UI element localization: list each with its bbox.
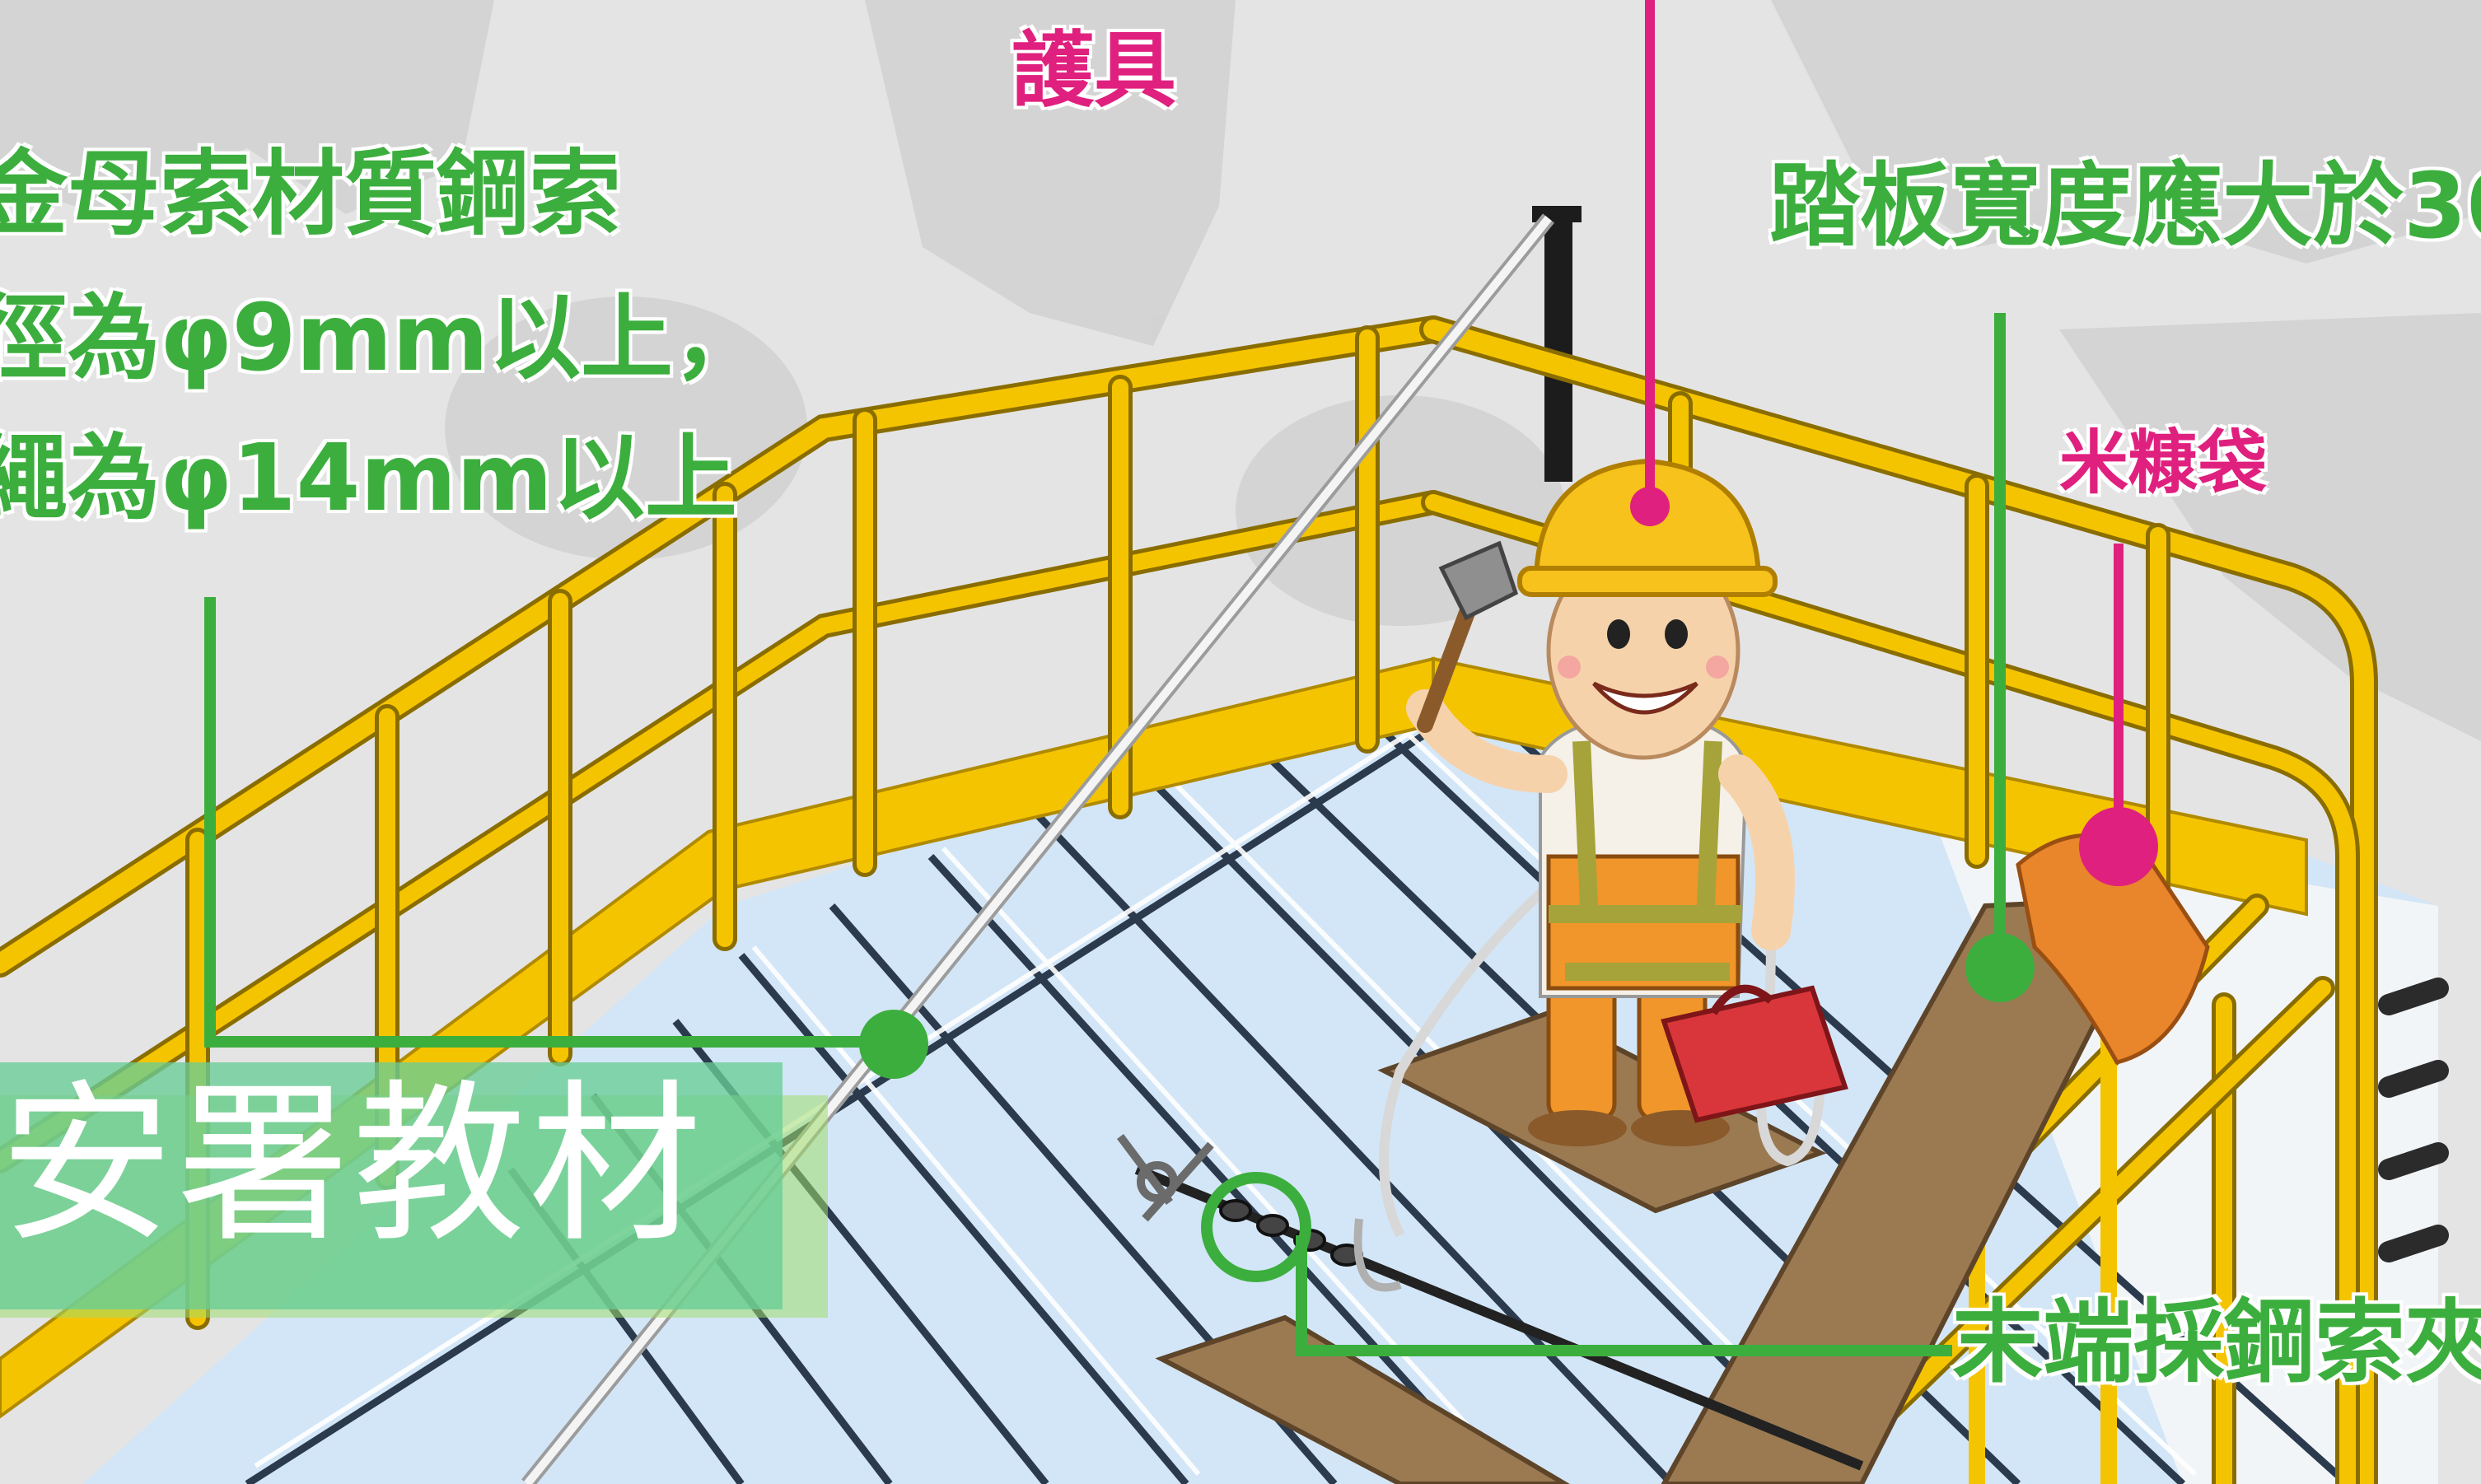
watermark-background [0,1062,783,1309]
clamp-highlight-ring [1201,1172,1311,1282]
watermark-text: 安署教材 [0,1064,706,1266]
bag-label-dot [2079,807,2158,886]
ppe-label-dot [1630,487,1670,526]
walk-boards [1155,894,2163,1484]
toolbox-icon [1661,984,1848,1123]
hammer-icon [1417,540,1519,733]
harness-icon [1549,740,1742,981]
turnbuckle [1117,1134,1214,1222]
label-rope-line1: 金母索材質鋼索 [0,141,621,248]
pink-leader-lines [1645,0,2124,840]
anchor-wire [1117,1134,1864,1471]
label-rice-bag: 米糠袋 [2059,422,2268,503]
label-ppe: 護具 [1012,22,1176,119]
label-rope-line2: 徑為φ9mm以上， [0,285,765,392]
green-leader-lines [204,313,2006,1356]
label-rope-line3: 繩為φ14mm以上 [0,425,737,532]
label-board-width: 踏板寬度應大於30c [1769,153,2481,259]
worker-figure [1379,458,1848,1238]
roof-edge-pegs [2378,978,2449,1262]
label-clamp: 末端採鋼索夾 [1952,1290,2481,1395]
board-label-dot [1965,933,2035,1002]
rope-label-dot [859,1010,928,1079]
